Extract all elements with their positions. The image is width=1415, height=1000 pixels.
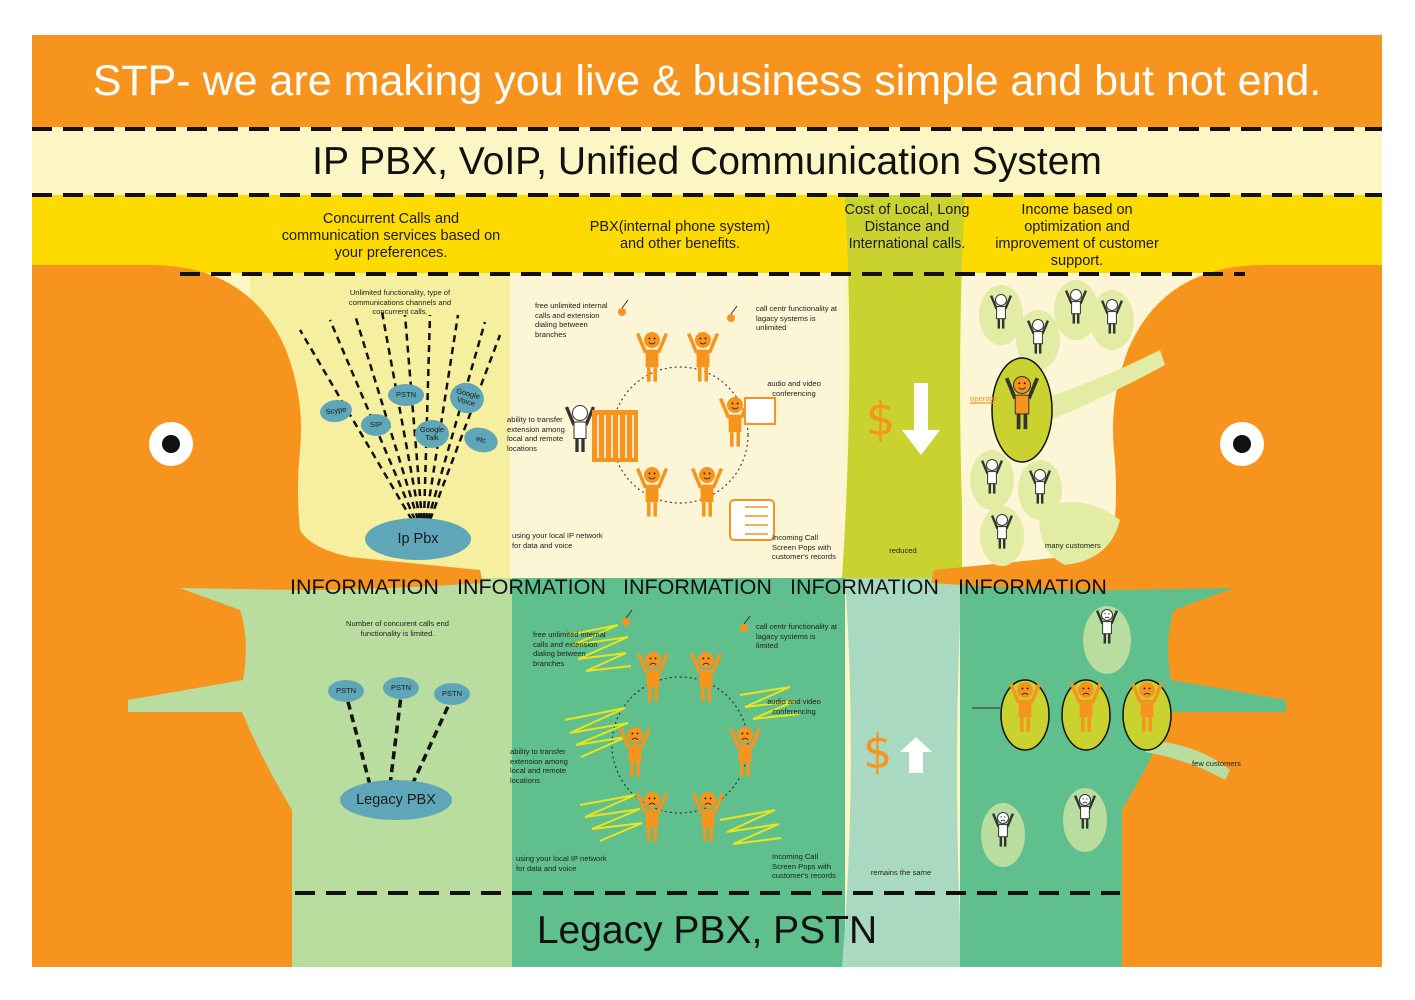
legacy-cost-note: remains the same	[870, 868, 932, 877]
legacy-pbx-hub: Legacy PBX	[340, 780, 452, 820]
legacy-operator-2	[1069, 682, 1103, 732]
many-customers-label: many customers	[1045, 541, 1101, 550]
ip-customer-1	[989, 294, 1013, 329]
arrow-up-icon	[900, 737, 932, 773]
channel-bubble-pstn: PSTN	[388, 384, 424, 406]
legacy-pbx-person-2	[689, 652, 723, 702]
ip-label-free-calls: free unlimited internal calls and extens…	[535, 301, 608, 339]
arrow-down-icon	[902, 383, 940, 455]
legacy-pbx-person-4	[691, 792, 725, 842]
legacy-label-call-center: call centr functionality at lagacy syste…	[756, 622, 838, 650]
ip-label-local-network: using your local IP network for data and…	[512, 531, 603, 550]
ip-customer-4	[1100, 299, 1124, 334]
ip-label-call-center: call centr functionality at lagacy syste…	[756, 304, 838, 332]
ip-label-conferencing: audio and video conferencing	[767, 379, 821, 398]
channel-bubble-google-talk: Google Talk	[415, 420, 449, 448]
information-label-1: INFORMATION	[290, 575, 439, 599]
ip-pbx-person-1	[635, 332, 669, 382]
ip-pbx-person-3	[635, 467, 669, 517]
column-heading-income: Income based on optimization and improve…	[995, 202, 1159, 269]
legacy-customer-2	[1073, 794, 1097, 829]
ip-customer-2	[1026, 319, 1050, 354]
ip-label-screen-pops: Incoming Call Screen Pops with customer'…	[772, 533, 836, 561]
column-heading-cost: Cost of Local, Long Distance and Interna…	[844, 202, 970, 252]
office-building-icon	[592, 410, 638, 462]
legacy-pbx-person-6	[728, 727, 762, 777]
information-label-2: INFORMATION	[457, 575, 606, 599]
ip-customer-6	[1028, 469, 1052, 504]
ip-dollar-sign: $	[866, 392, 896, 446]
ip-channels-note: Unlimited functionality, type of communi…	[348, 288, 452, 316]
legacy-dollar-sign: $	[863, 725, 893, 779]
ip-pbx-person-5	[718, 397, 752, 447]
phone-icon	[622, 609, 633, 626]
legacy-label-screen-pops: Incoming Call Screen Pops with customer'…	[772, 852, 836, 880]
legacy-pbx-person-3	[635, 792, 669, 842]
top-section-title: IP PBX, VoIP, Unified Communication Syst…	[312, 140, 1102, 183]
legacy-pbx-person-5	[618, 727, 652, 777]
information-label-3: INFORMATION	[623, 575, 772, 599]
legacy-operator-3	[1130, 682, 1164, 732]
information-label-4: INFORMATION	[790, 575, 939, 599]
legacy-pbx-person-1	[636, 652, 670, 702]
legacy-label-local-network: using your local IP network for data and…	[516, 854, 607, 873]
legacy-label-conferencing: audio and video conferencing	[767, 697, 821, 716]
legacy-customer-1	[1095, 609, 1119, 644]
bottom-section-title: Legacy PBX, PSTN	[536, 909, 878, 952]
legacy-label-free-calls: free unlimited internal calls and extens…	[533, 630, 606, 668]
legacy-operator-1	[1008, 682, 1042, 732]
operator-label: operator	[970, 394, 999, 403]
screen-pop-icon	[729, 499, 775, 541]
phone-icon	[740, 615, 751, 632]
ip-pbx-hub: Ip Pbx	[365, 518, 471, 560]
ip-label-transfer: ability to transfer extension among loca…	[507, 415, 565, 453]
video-conference-icon	[744, 397, 776, 425]
column-heading-pbx: PBX(internal phone system) and other ben…	[589, 219, 771, 252]
column-heading-calls: Concurrent Calls and communication servi…	[281, 211, 501, 261]
ip-cost-note: reduced	[889, 546, 917, 555]
channel-bubble-sip: SIP	[361, 414, 391, 436]
legacy-bubble-pstn-3: PSTN	[434, 683, 470, 705]
phone-icon	[727, 305, 738, 322]
legacy-label-transfer: ability to transfer extension among loca…	[510, 747, 568, 785]
ip-customer-5	[980, 459, 1004, 494]
phone-icon	[618, 299, 629, 316]
legacy-bubble-pstn-2: PSTN	[383, 677, 419, 699]
banner-title: STP- we are making you live & business s…	[92, 56, 1322, 105]
few-customers-label: few customers	[1192, 759, 1241, 768]
legacy-customer-3	[991, 812, 1015, 847]
legacy-channels-note: Number of concurent calls end functional…	[346, 619, 449, 638]
legacy-bubble-pstn-1: PSTN	[328, 680, 364, 702]
ip-customer-7	[990, 514, 1014, 549]
ip-customer-3	[1064, 289, 1088, 324]
ip-pbx-person-2	[686, 332, 720, 382]
information-label-5: INFORMATION	[958, 575, 1107, 599]
operator-person	[1004, 376, 1040, 430]
ip-pbx-person-4	[690, 467, 724, 517]
